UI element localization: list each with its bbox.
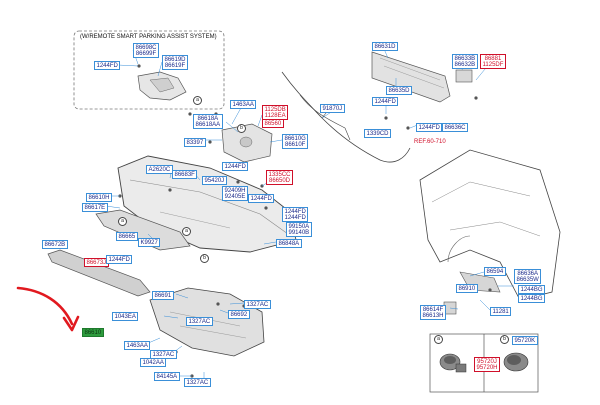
part-label[interactable]: 1043EA [112, 312, 139, 321]
part-label[interactable]: 95720J 95720H [474, 357, 501, 372]
part-label[interactable]: 1327AC [186, 317, 213, 326]
part-label[interactable]: 1244FD [94, 61, 121, 70]
part-label[interactable]: 1463AA [230, 100, 257, 109]
callout-b: b [237, 124, 246, 133]
part-label[interactable]: 86910 [456, 284, 478, 293]
part-label[interactable]: 84145A [154, 372, 180, 381]
part-label[interactable]: 1244BG [518, 285, 546, 294]
part-label[interactable]: 1244BG [518, 294, 546, 303]
part-label[interactable]: 86636C [442, 123, 469, 132]
part-label[interactable]: 86614F 86613H [420, 305, 447, 320]
part-label[interactable]: 86610H [86, 193, 113, 202]
legend-callout-a: a [434, 335, 443, 344]
ref-label[interactable]: REF.60-710 [414, 139, 446, 145]
part-label[interactable]: 1244FD 1244FD [282, 207, 309, 222]
part-label[interactable]: 86617E [82, 203, 108, 212]
part-label[interactable]: 95720K [512, 336, 538, 345]
part-label[interactable]: 86683F [172, 170, 198, 179]
part-label[interactable]: 86619D 86619F [162, 55, 189, 70]
part-label[interactable]: 1244FD [416, 123, 443, 132]
part-label[interactable]: 83397 [184, 138, 206, 147]
part-label[interactable]: 86635D [386, 86, 413, 95]
callout-b: b [200, 254, 209, 263]
part-label[interactable]: 86631D [372, 42, 399, 51]
part-label[interactable]: 86881 1125DF [480, 54, 506, 69]
part-label[interactable]: 86692 [228, 310, 250, 319]
part-label[interactable]: 86848A [276, 239, 302, 248]
part-label[interactable]: 1244FD [372, 97, 399, 106]
callout-a: a [193, 96, 202, 105]
option-caption: (W/REMOTE SMART PARKING ASSIST SYSTEM) [80, 34, 217, 40]
part-label[interactable]: 86698C 86699F [133, 43, 160, 58]
legend-callout-b: b [500, 335, 509, 344]
part-label[interactable]: 86665 [116, 232, 138, 241]
option-box [73, 30, 225, 110]
part-label[interactable]: 86618A 86618AA [193, 114, 223, 129]
part-label[interactable]: 91870J [320, 104, 345, 113]
part-label[interactable]: 86594 [484, 267, 506, 276]
part-label[interactable]: 86636A 86635W [514, 269, 542, 284]
red-pointer-arrow [16, 286, 74, 326]
part-label[interactable]: 1335CC 86650D [266, 170, 294, 185]
part-label[interactable]: 1042AA [140, 358, 167, 367]
part-label[interactable]: 86560 [262, 119, 284, 128]
wiring-harness-part [281, 71, 411, 163]
part-label[interactable]: 1327AC [244, 300, 271, 309]
part-label[interactable]: 1244FD [248, 194, 275, 203]
part-label[interactable]: 1244FD [106, 255, 133, 264]
part-label[interactable]: 86673J [84, 258, 109, 267]
part-label[interactable]: 86672B [42, 240, 68, 249]
callout-a: a [118, 217, 127, 226]
callout-a: a [182, 227, 191, 236]
highlighted-part-label[interactable]: 86610 [82, 328, 104, 337]
part-label[interactable]: A2620C [146, 165, 173, 174]
part-label[interactable]: 86633B 86632B [452, 54, 478, 69]
part-label[interactable]: 11281 [490, 307, 512, 316]
part-label[interactable]: 1327AC [184, 378, 211, 387]
part-label[interactable]: 86691 [152, 291, 174, 300]
part-label[interactable]: K9927 [138, 238, 161, 247]
part-label[interactable]: 95420J [202, 176, 227, 185]
rear-beam-part [371, 51, 451, 103]
part-label[interactable]: 92409H 92405E [222, 186, 249, 201]
part-label[interactable]: 1125DB 1128EA [262, 105, 289, 120]
part-label[interactable]: 99150A 99140B [286, 222, 312, 237]
part-label[interactable]: 86610G 86610F [282, 134, 309, 149]
part-label[interactable]: 1463AA [124, 341, 151, 350]
lower-garnish-part [47, 249, 151, 297]
part-label[interactable]: 1244FD [222, 162, 249, 171]
part-label[interactable]: 1339CD [364, 129, 392, 138]
